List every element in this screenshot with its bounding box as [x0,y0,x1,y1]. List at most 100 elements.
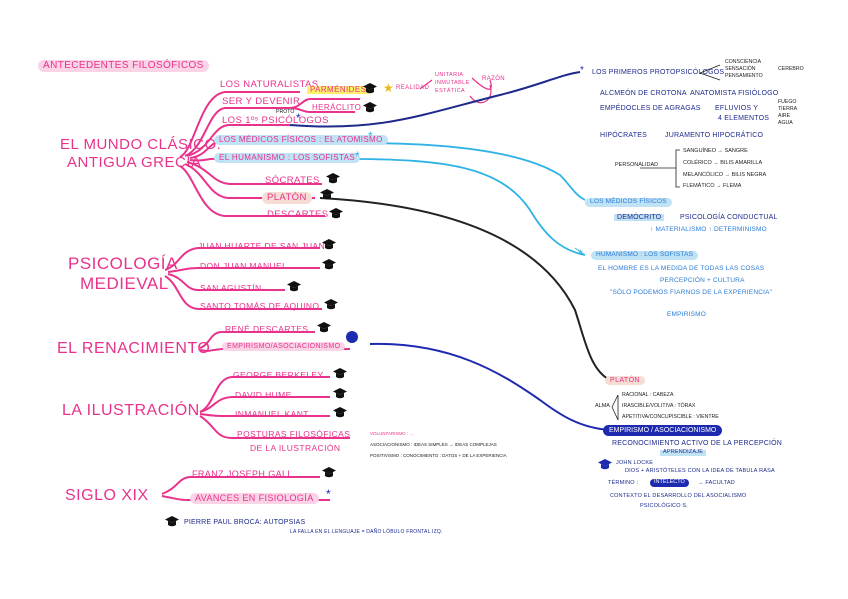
right-agua: AGUA [778,120,793,126]
page-title: ANTECEDENTES FILOSÓFICOS [38,60,209,72]
section-medieval: MEDIEVAL [80,274,169,293]
item-san-agustin: SAN AGUSTÍN [200,283,262,293]
siglo-branches [161,476,330,501]
humor-sanguineo: SANGUÍNEO → SANGRE [683,148,748,154]
right-alma: ALMA [595,403,610,409]
item-descartes: DESCARTES [267,209,329,220]
item-juan-manuel: DON JUAN MANUEL [200,261,288,271]
connector-empirismo [369,342,611,431]
right-humanismo: HUMANISMO : LOS SOFISTAS [591,251,699,260]
right-aprendizaje: APRENDIZAJE [660,449,707,456]
item-primeros: LOS 1ºˢ PSICÓLOGOS [222,115,329,126]
humor-melancolico: MELANCÓLICO → BILIS NEGRA [683,172,767,178]
right-medicos: LOS MÉDICOS FÍSICOS [585,198,672,207]
graduation-cap-icon [326,173,340,184]
grecia-branches [179,91,360,217]
right-tierra: TIERRA [778,106,798,112]
graduation-cap-icon [333,388,347,399]
right-empirismo-box: EMPIRISMO / ASOCIACIONISMO [603,425,723,436]
ilustracion-branches [199,376,350,439]
item-empirismo: EMPIRISMO/ASOCIACIONISMO [222,342,346,351]
graduation-cap-icon [333,407,347,418]
item-razon: RAZÓN [482,76,505,82]
item-heraclito: HERÁCLITO [312,103,362,112]
right-termino: TÉRMINO : [608,480,639,486]
item-unitaria: UNITARIA [435,72,464,78]
item-platon: PLATÓN [262,192,312,204]
graduation-cap-icon [287,281,301,292]
right-percepcion: PERCEPCIÓN + CULTURA [660,277,745,284]
item-medicos: LOS MÉDICOS FÍSICOS : EL ATOMISMO [214,135,388,145]
item-socrates: SÓCRATES [265,175,320,186]
parmenides-arrows [419,77,492,104]
item-parmenides: PARMÉNIDES [307,86,370,94]
asterisk-icon: * [578,247,583,261]
connector-primeros [289,71,581,128]
posturas-note-1: VOLUNTARISMO : ... [370,431,414,436]
section-mundo-clasico: EL MUNDO CLÁSICO: [60,136,222,153]
right-anatomista: ANATOMISTA FISIÓLOGO [690,90,779,97]
item-posturas: POSTURAS FILOSÓFICAS [237,429,351,439]
item-rene-descartes: RENÉ DESCARTES [225,324,309,334]
graduation-cap-icon [329,208,343,219]
right-hipocrates: HIPÓCRATES [600,132,647,139]
right-materialismo: ↑ MATERIALISMO ↑ DETERMINISMO [650,226,767,233]
section-renacimiento: EL RENACIMIENTO [57,340,211,357]
right-pensamiento: PENSAMIENTO [725,73,763,79]
right-efluvios: EFLUVIOS Y [715,105,759,112]
connector-humanismo [359,158,586,256]
graduation-cap-icon [333,368,347,379]
posturas-note-3: POSITIVISMO : CONOCIMIENTO : DATOS + DE … [370,453,507,458]
item-realidad: REALIDAD [396,85,430,91]
item-ser-devenir: SER Y DEVENIR [222,96,301,107]
graduation-cap-icon [320,189,334,200]
right-intelecto: INTELECTO [650,479,689,487]
asterisk-icon: * [326,487,331,501]
graduation-cap-icon [324,299,338,310]
graduation-cap-icon [165,516,179,527]
section-siglo-xix: SIGLO XIX [65,487,149,504]
item-hume: DAVID HUME [235,390,292,400]
graduation-cap-icon [317,322,331,333]
item-santo-tomas: SANTO TOMÁS DE AQUINO [200,301,320,311]
right-primeros: LOS PRIMEROS PROTOPSICÓLOGOS [592,69,725,76]
right-fuego: FUEGO [778,99,797,105]
humanismo-tick [574,247,586,256]
item-inmutable: INMUTABLE [435,80,470,86]
posturas-note-2: ASOCIACIONISMO : IDEAS SIMPLES → IDEAS C… [370,442,497,447]
right-dios: DIOS + ARISTÓTELES CON LA IDEA DE TABULA… [625,468,775,474]
right-4-elementos: 4 ELEMENTOS [718,115,770,122]
medieval-branches [164,247,322,310]
item-proto: PROTO [276,109,295,115]
right-empedocles: EMPÉDOCLES DE AGRAGAS [600,105,701,112]
item-humanismo: EL HUMANISMO : LOS SOFISTAS [214,153,361,163]
right-cerebro: CEREBRO [778,66,804,72]
blue-dot [346,331,358,343]
star-icon: ★ [383,81,394,95]
right-platon: PLATÓN [605,376,645,385]
renacimiento-branches [199,331,350,352]
graduation-cap-icon [598,459,612,470]
right-democrito: DEMÓCRITO [614,214,665,221]
alma-apetitiva: APETITIVA/CONCUPISCIBLE : VIENTRE [622,414,719,420]
item-de-la-ilustracion: DE LA ILUSTRACIÓN [250,443,341,453]
section-psicologia: PSICOLOGÍA [68,254,178,273]
item-huarte: JUAN HUARTE DE SAN JUAN [198,241,326,251]
right-psicologia-conductual: PSICOLOGÍA CONDUCTUAL [680,214,778,221]
section-antigua-grecia: ANTIGUA GRECIA [67,154,202,171]
item-kant: INMANUEL KANT [235,409,309,419]
item-avances: AVANCES EN FISIOLOGÍA [190,493,319,504]
right-juramento: JURAMENTO HIPOCRÁTICO [665,132,764,139]
asterisk-icon: * [368,129,373,143]
right-consciencia: CONSCIENCIA [725,59,762,65]
right-alcmeon: ALCMEÓN DE CROTONA [600,90,687,97]
humor-colerico: COLÉRICO → BILIS AMARILLA [683,160,763,166]
connector-platon [319,197,611,381]
item-naturalistas: LOS NATURALISTAS [220,79,319,90]
right-facultad: → FACULTAD [698,480,735,486]
item-estatica: ESTÁTICA [435,88,466,94]
item-berkeley: GEORGE BERKELEY [233,370,324,380]
asterisk-icon: * [580,65,584,76]
section-ilustracion: LA ILUSTRACIÓN [62,402,200,419]
